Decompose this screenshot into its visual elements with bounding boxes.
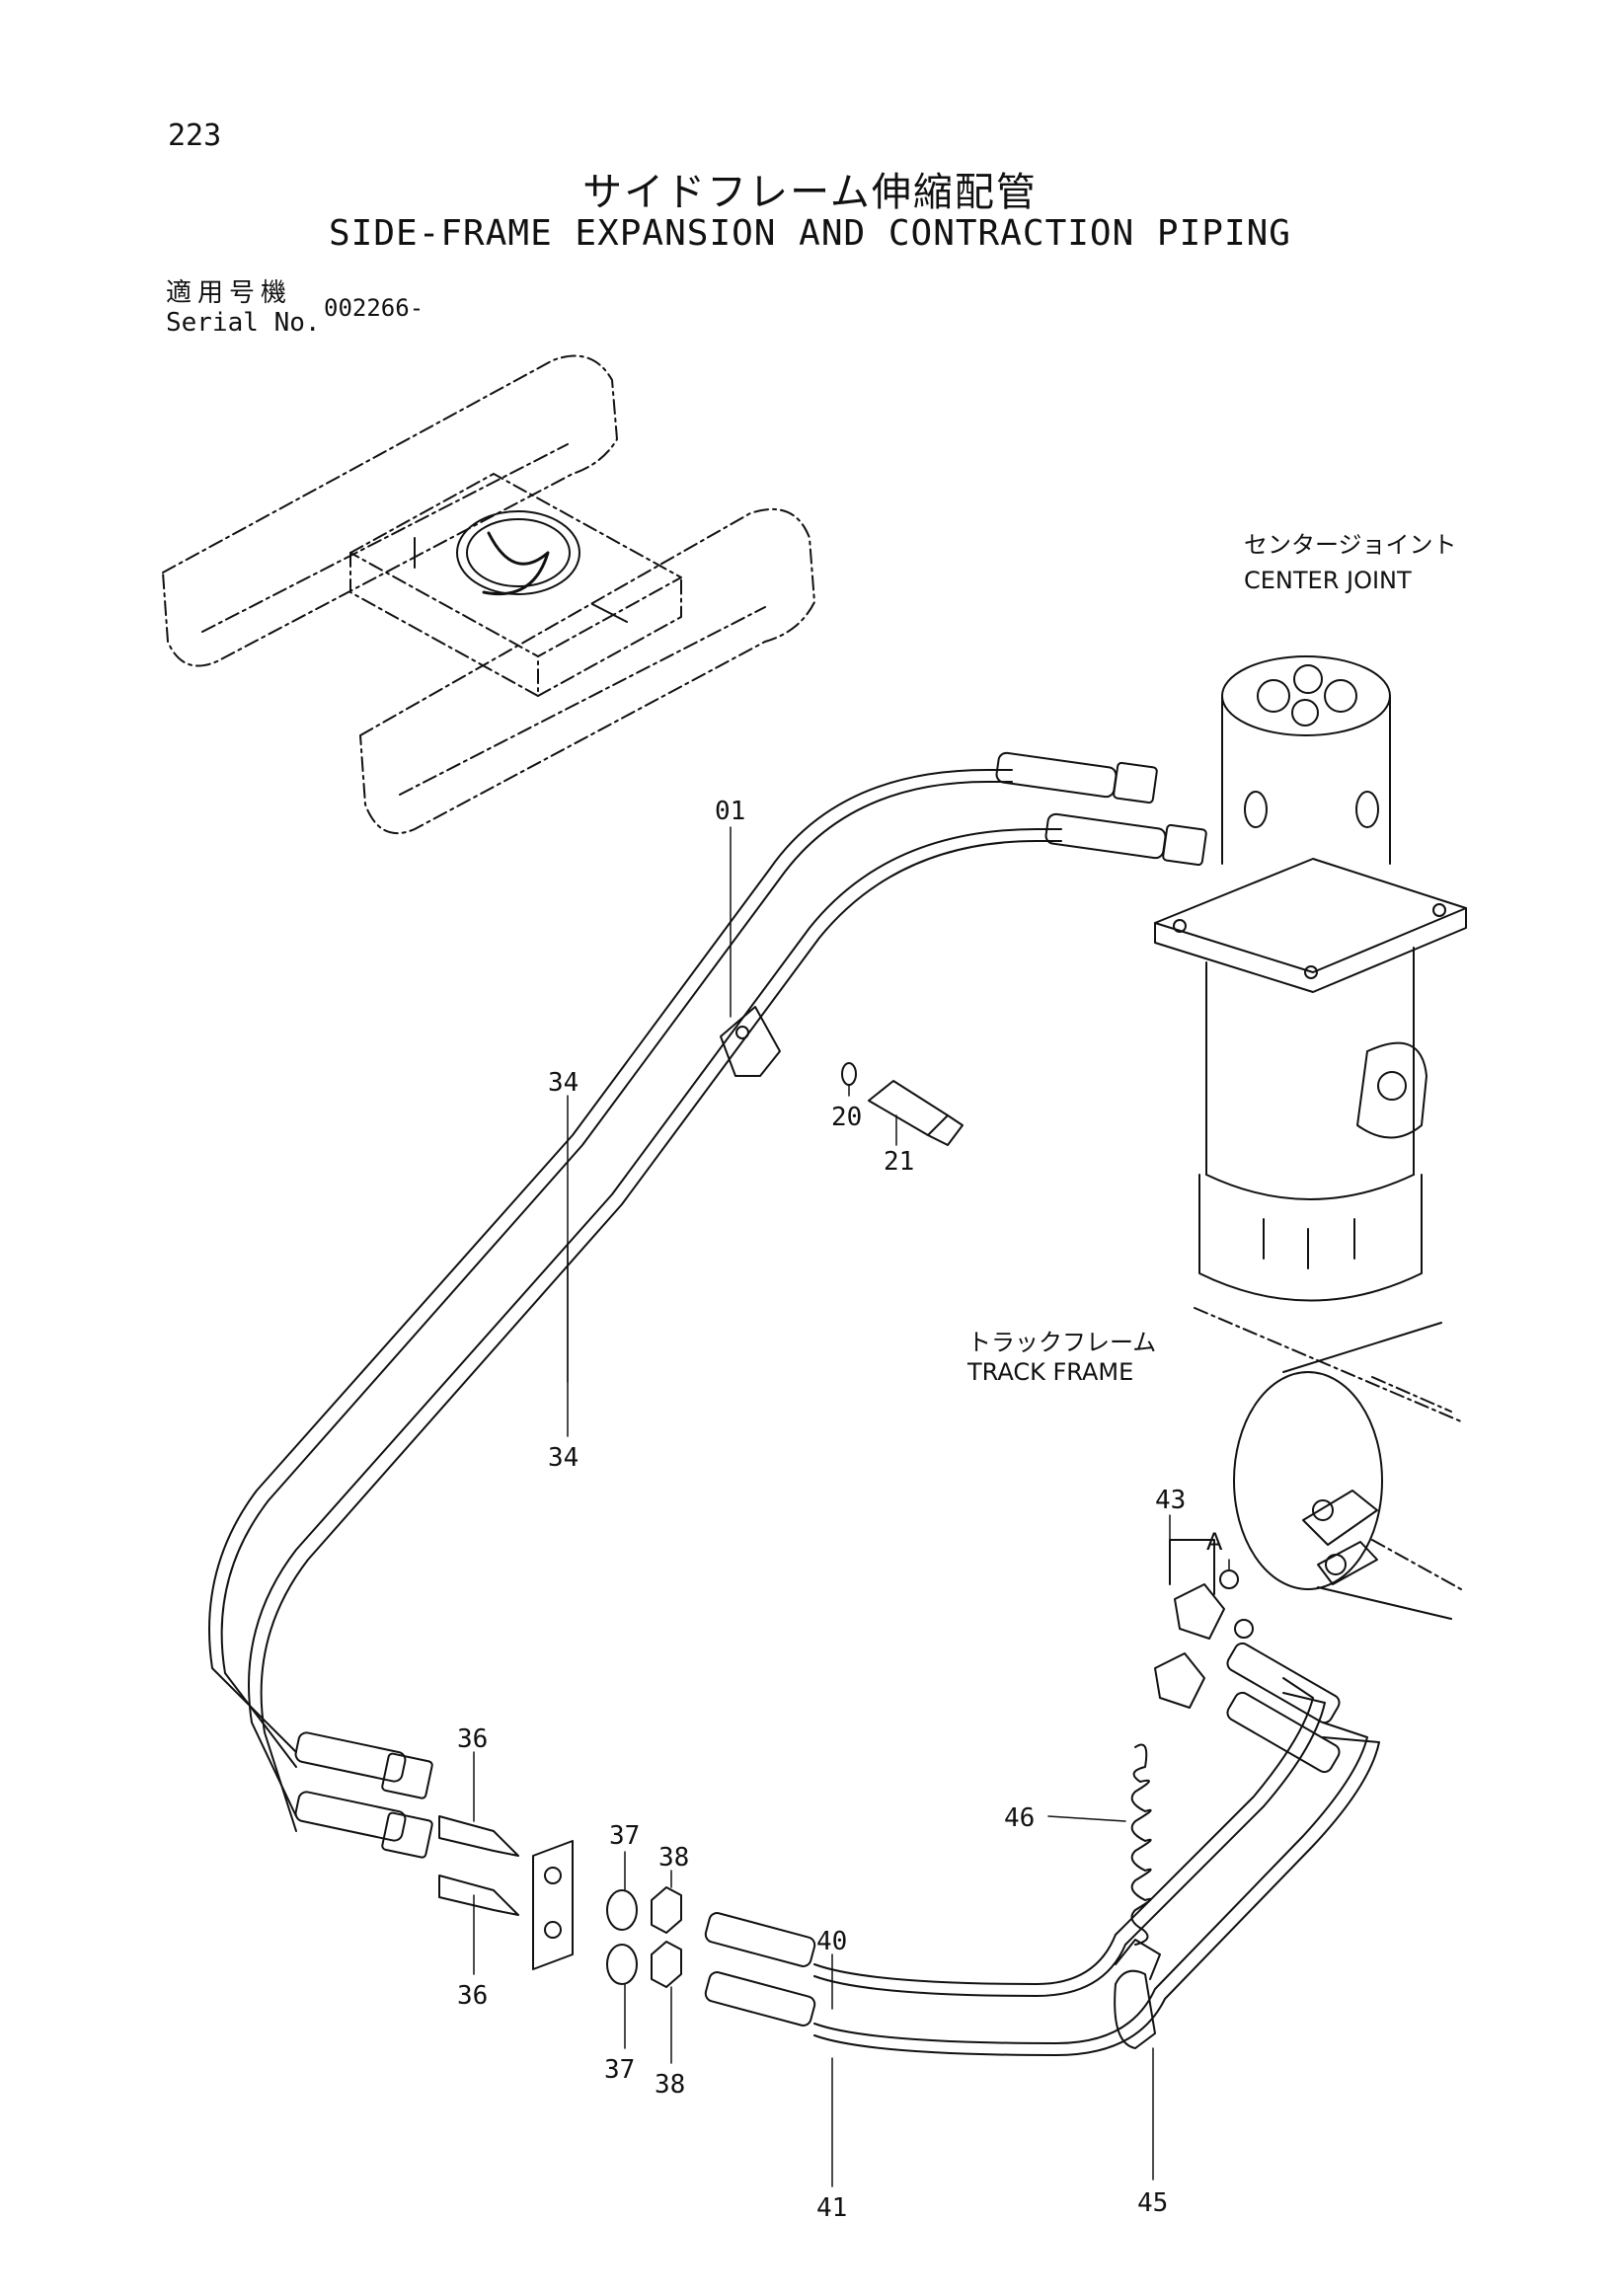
serial-label-japanese: 適用号機 [166, 278, 293, 308]
center-joint-illustration [1154, 655, 1467, 1302]
part-number-41: 41 [816, 2193, 847, 2223]
part-number-34-upper: 34 [548, 1068, 579, 1098]
part-number-38-lower: 38 [655, 2070, 685, 2100]
part-number-34-lower: 34 [548, 1443, 579, 1473]
part-number-43: 43 [1155, 1486, 1186, 1515]
undercarriage-center-ring [414, 510, 628, 623]
detail-a-label: A [1206, 1528, 1223, 1556]
track-frame-label-japanese: トラックフレーム [967, 1329, 1156, 1356]
elbows-43 [1154, 1539, 1254, 1709]
serial-label-english: Serial No. [166, 308, 321, 338]
mounting-plate [532, 1840, 574, 1970]
clamp-01 [720, 1006, 781, 1077]
part-number-20: 20 [831, 1103, 862, 1132]
washers-37 [606, 1889, 638, 1985]
spring-46 [1130, 1743, 1152, 1946]
hoses-40-41-assembly [704, 1642, 1380, 2056]
bolt-21 [868, 1080, 964, 1146]
part-number-38-upper: 38 [658, 1843, 689, 1873]
hose-34-assembly [208, 751, 1207, 1859]
washer-20 [841, 1062, 857, 1086]
page-title-english: SIDE-FRAME EXPANSION AND CONTRACTION PIP… [329, 213, 1291, 254]
part-number-46: 46 [1004, 1803, 1035, 1833]
page-number: 223 [168, 118, 222, 153]
part-number-45: 45 [1137, 2188, 1168, 2218]
center-joint-label-japanese: センタージョイント [1244, 531, 1457, 559]
clamp-45 [1114, 1939, 1161, 2049]
part-number-36-lower: 36 [457, 1981, 488, 2011]
part-number-01: 01 [715, 797, 745, 826]
part-number-37-lower: 37 [604, 2055, 635, 2085]
track-frame-label-english: TRACK FRAME [966, 1358, 1133, 1386]
part-number-36-upper: 36 [457, 1724, 488, 1754]
track-frame-illustration [1194, 1307, 1462, 1620]
center-joint-label-english: CENTER JOINT [1244, 567, 1412, 594]
nuts-38 [651, 1886, 682, 1988]
leader-lines [473, 826, 1230, 2187]
part-number-21: 21 [884, 1147, 914, 1177]
page-title-japanese: サイドフレーム伸縮配管 [582, 170, 1038, 215]
fittings-36 [438, 1815, 519, 1916]
part-number-37-upper: 37 [609, 1821, 640, 1851]
serial-number-value: 002266- [324, 294, 424, 322]
part-number-40: 40 [816, 1927, 847, 1956]
undercarriage-overview-illustration [162, 354, 815, 834]
